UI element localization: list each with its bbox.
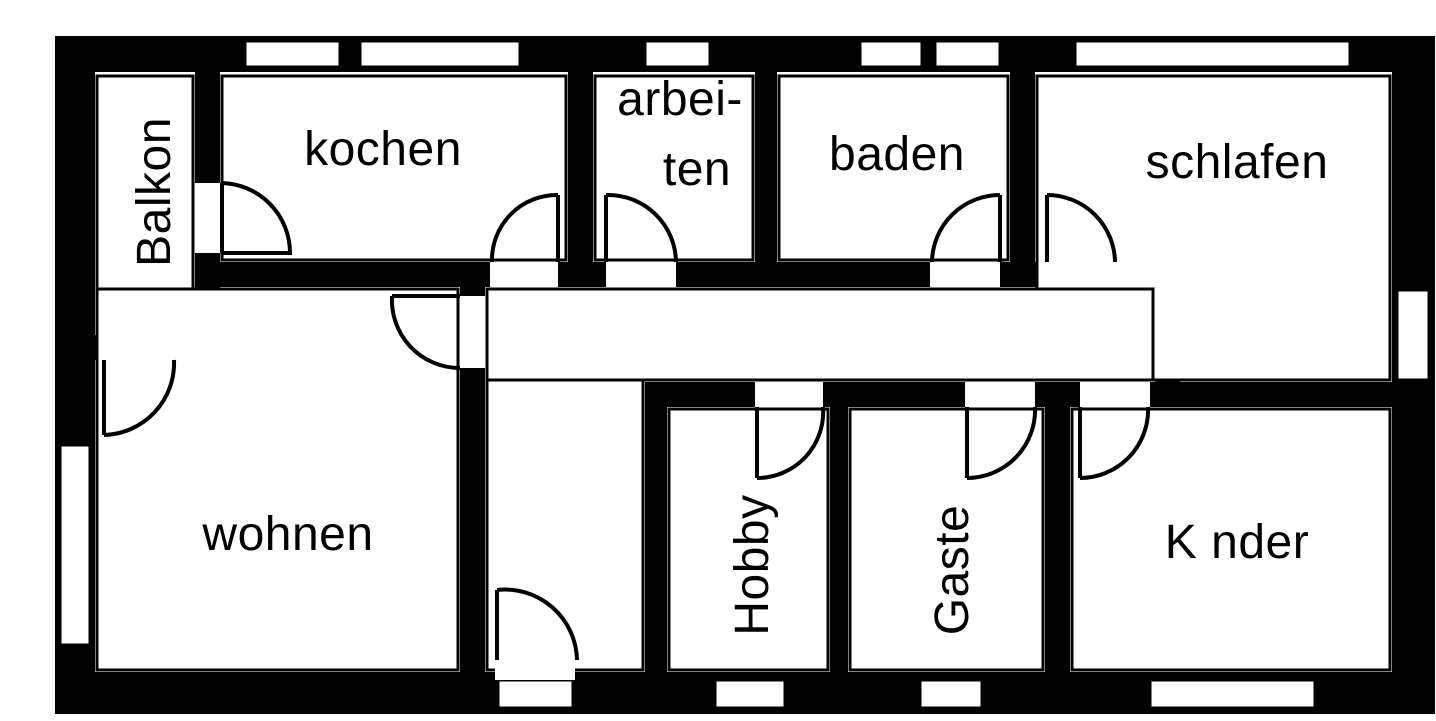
room-label-gaste: Gaste — [926, 505, 979, 636]
windows — [58, 39, 1431, 710]
door-swings — [102, 181, 1151, 661]
room-label-kinder: K nder — [1165, 516, 1309, 569]
room-label-baden: baden — [829, 128, 965, 181]
room-label-arbeiten-line1: arbei- — [617, 73, 743, 126]
room-label-hobby: Hobby — [726, 494, 779, 635]
room-label-kochen: kochen — [304, 123, 462, 176]
room-label-wohnen: wohnen — [201, 508, 373, 561]
room-label-arbeiten-line2: ten — [663, 143, 731, 196]
room-label-balkon: Balkon — [128, 117, 181, 267]
room-label-schlafen: schlafen — [1146, 136, 1329, 189]
room-floors — [95, 74, 1392, 672]
door-openings — [102, 183, 1150, 680]
